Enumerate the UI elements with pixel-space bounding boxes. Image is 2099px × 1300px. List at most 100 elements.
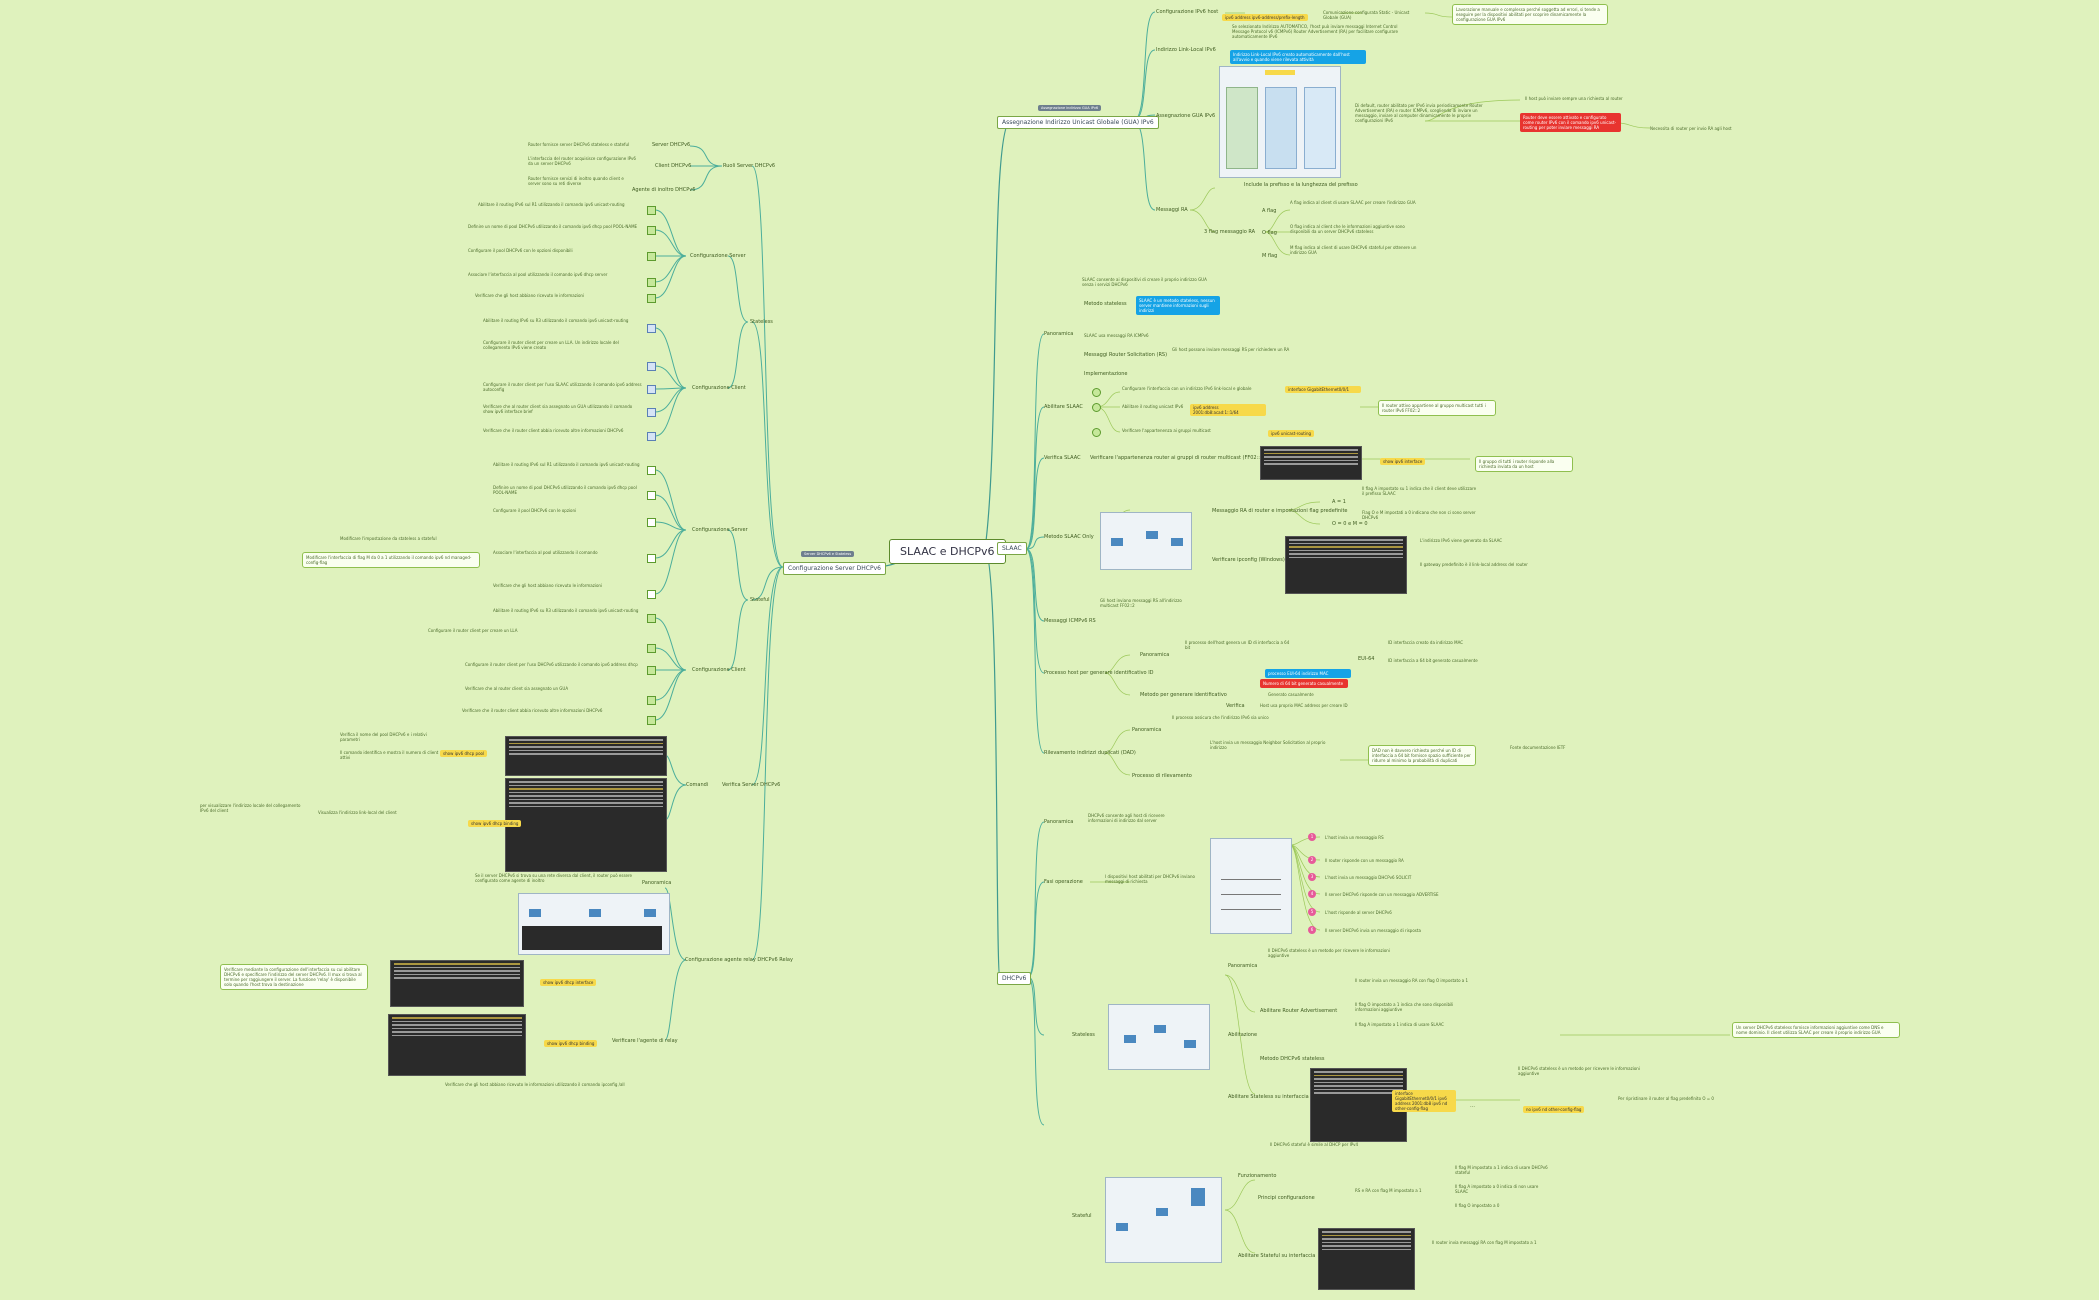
nd-other-node: … [1470,1103,1475,1109]
slaac-overview[interactable]: Panoramica [1044,331,1074,337]
dhcp-overview-desc: DHCPv6 consente agli host di ricevere in… [1088,813,1165,823]
slaac-only[interactable]: Metodo SLAAC Only [1044,534,1094,540]
slaac-topology-image [1100,512,1192,570]
ss5-marker [647,590,656,599]
hl-show-interface: show ipv6 dhcp interface [540,979,597,986]
enable-slaac[interactable]: Abilitare SLAAC [1044,404,1083,410]
dad-process: Processo di rilevamento [1132,773,1192,779]
note-gua-static: Comunicazione configurata Static - Unica… [1323,10,1410,20]
eui-desc: ID interfaccia creato da indirizzo MAC [1388,640,1464,645]
sc-step-2: Configurare il router client per creare … [428,628,518,633]
cs-step-3: Configurare il pool DHCPv6 con le opzion… [468,248,573,253]
ss-step-2: Definire un nome di pool DHCPv6 utilizza… [493,485,637,495]
ra-messages-label[interactable]: Messaggi RA [1156,207,1188,213]
step-4-badge: 4 [1308,890,1316,898]
dad-panorama: Panoramica [1132,727,1162,733]
hl-show-binding: show ipv6 dhcp binding [468,820,522,827]
hl-show-binding-2: show ipv6 dhcp binding [544,1040,598,1047]
branch-config[interactable]: Configurazione Server DHCPv6 [783,562,886,575]
hl-stateless-cmd: interface GigabitEthernet0/0/1 ipv6 addr… [1392,1090,1456,1112]
stateful-verify: Abilitare Stateful su interfaccia [1238,1253,1316,1259]
ss-step-3: Configurare il pool DHCPv6 con le opzion… [493,508,577,513]
hl-interface: interface GigabitEthernet0/0/1 [1285,386,1361,393]
branch-global[interactable]: Assegnazione Indirizzo Unicast Globale (… [997,116,1159,129]
root-node[interactable]: SLAAC e DHCPv6 [889,539,1006,564]
id-process[interactable]: Processo host per generare identificativ… [1044,670,1154,676]
sc-step-5: Verificare che il router client abbia ri… [462,708,603,713]
m-flag-desc: M flag indica al client di usare DHCPv6 … [1290,245,1417,255]
dad[interactable]: Rilevamento indirizzi duplicati (DAD) [1044,750,1136,756]
dhcp-overview[interactable]: Panoramica [1044,819,1074,825]
binding-desc: Visualizza l'indirizzo link-local del cl… [318,810,397,815]
relay-verify: Verificare l'agente di relay [612,1038,678,1044]
enable-step-1: Configurare l'interfaccia con un indiriz… [1122,386,1252,391]
rs-messages[interactable]: Messaggi ICMPv6 RS [1044,618,1096,624]
config-tag: Server DHCPv6 e Stateless [801,551,855,557]
dhcp-stateful[interactable]: Stateful [1072,1213,1092,1219]
config-ipv6-host[interactable]: Configurazione IPv6 host [1156,9,1219,15]
verify-slaac[interactable]: Verifica SLAAC [1044,455,1081,461]
ss-step-1: Abilitare il routing IPv6 sul R1 utilizz… [493,462,640,467]
cc-step-3: Configurare il router client per l'uso S… [483,382,642,392]
slaac-info: SLAAC usa messaggi RA ICMPv6 [1084,333,1149,338]
flag-a-note: Il flag A impostato a 1 indica di usare … [1355,1022,1444,1027]
ss4-marker [647,554,656,563]
stateless-enable: Abilitazione [1228,1032,1258,1038]
cc-step-1: Abilitare il routing IPv6 su R3 utilizza… [483,318,629,323]
dhcp-stateless[interactable]: Stateless [1072,1032,1095,1038]
stateful-cfg-server: Configurazione Server [692,527,748,533]
show-pool-desc: Verifica il nome del pool DHCPv6 e i rel… [340,732,427,742]
highlight-ipv6-address: ipv6 address ipv6-address/prefix-length [1222,14,1308,21]
enable-step-2: Abilitare il routing unicast IPv6 [1122,404,1184,409]
config-roles[interactable]: Ruoli Server DHCPv6 [723,163,776,169]
branch-slaac[interactable]: SLAAC [997,542,1027,555]
ra-flags-label[interactable]: 3 flag messaggio RA [1204,229,1256,235]
dhcp-op-steps[interactable]: Fasi operazione [1044,879,1083,885]
link-local-label[interactable]: Indirizzo Link-Local IPv6 [1156,47,1216,53]
binding-desc-2: per visualizzare l'indirizzo locale del … [200,803,301,813]
step-3-badge: 3 [1308,873,1316,881]
cc1-marker [647,324,656,333]
stateful-note: Il router invia messaggi RA con flag M i… [1432,1240,1537,1245]
link-local-desc: Se selezionato Indirizzo AUTOMATICO, l'h… [1232,24,1398,39]
assign-gua-desc: Di default, router abilitato per IPv6 in… [1355,103,1483,123]
cs1-marker [647,206,656,215]
stateful-terminal [1318,1228,1415,1290]
stateless-cfg-server: Configurazione Server [690,253,746,259]
cs3-marker [647,252,656,261]
cs4-marker [647,278,656,287]
hl-unicast-routing: ipv6 unicast-routing [1268,430,1315,437]
dad-desc: Il processo assicura che l'indirizzo IPv… [1172,715,1269,720]
role-server-desc: Router fornisce server DHCPv6 stateless … [528,142,630,147]
relay-config[interactable]: Configurazione agente relay DHCPv6 Relay [685,957,793,963]
cs-step-2: Definire un nome di pool DHCPv6 utilizza… [468,224,638,229]
nd-right-desc: Il DHCPv6 stateless è un metodo per rice… [1518,1066,1640,1076]
stateful-a0: Il flag A impostato a 0 indica di non us… [1455,1184,1539,1194]
cc4-marker [647,408,656,417]
role-relay: Agente di inoltro DHCPv6 [632,187,696,193]
config-stateful[interactable]: Stateful [750,597,770,603]
relay-pan-desc: Se il server DHCPv6 si trova su una rete… [475,873,633,883]
o-flag-label: O flag [1262,230,1277,236]
assign-gua-label[interactable]: Assegnazione GUA IPv6 [1156,113,1216,119]
dhcp-op-desc: I dispositivi host abilitati per DHCPv6 … [1105,874,1195,884]
pool-desc-2: Il comando identifica e mostra il numero… [340,750,439,760]
dhcp-step-2: Il router risponde con un messaggio RA [1325,858,1404,863]
stateless-diagram [1108,1004,1210,1070]
branch-dhcpv6[interactable]: DHCPv6 [997,972,1032,985]
sc-step-1: Abilitare il routing IPv6 su R3 utilizza… [493,608,639,613]
ss2-marker [647,491,656,500]
cs5-marker [647,294,656,303]
stateless-cfg-client: Configurazione Client [692,385,746,391]
verify-server[interactable]: Verifica Server DHCPv6 [722,782,781,788]
dhcp-op-diagram [1210,838,1292,934]
verify-slaac-desc: Verificare l'appartenenza router ai grup… [1090,455,1266,461]
relay-terminal-2 [388,1014,526,1076]
stateful-diagram [1105,1177,1222,1263]
config-stateless[interactable]: Stateless [750,319,773,325]
ss-step-4: Associare l'interfaccia al pool utilizza… [493,550,598,555]
only-flags: Messaggio RA di router e impostazioni fl… [1212,508,1348,514]
stateless-verify: Abilitare Stateless su interfaccia [1228,1094,1309,1100]
hl-show-pool: show ipv6 dhcp pool [440,750,488,757]
